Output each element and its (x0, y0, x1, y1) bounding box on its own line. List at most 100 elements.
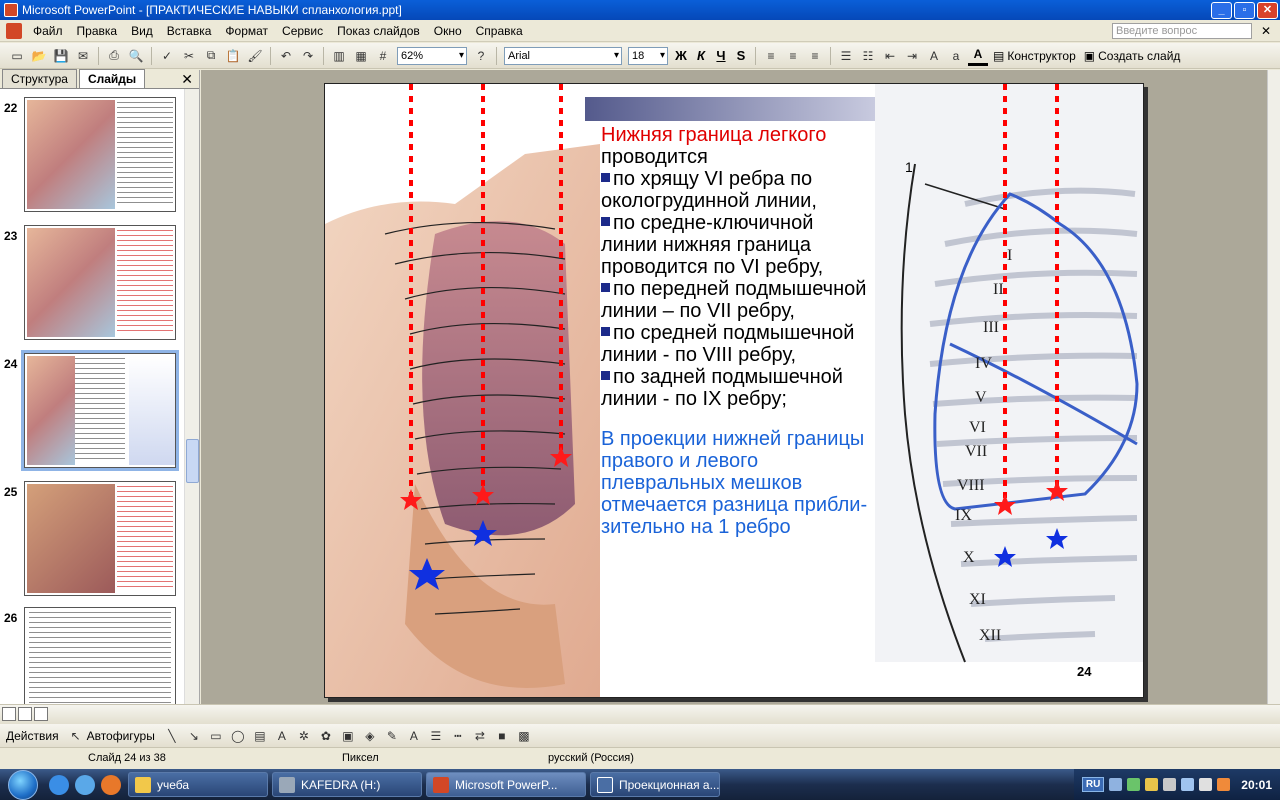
copy-icon[interactable]: ⧉ (206, 48, 216, 62)
align-left-icon[interactable]: ≡ (767, 48, 775, 63)
normal-view-icon[interactable] (2, 707, 16, 721)
system-clock[interactable]: 20:01 (1241, 777, 1272, 792)
tray-volume-icon[interactable] (1199, 778, 1213, 791)
oval-tool-icon[interactable]: ◯ (231, 728, 245, 743)
paste-icon[interactable]: 📋 (225, 48, 241, 63)
menu-help[interactable]: Справка (475, 23, 523, 38)
slide-thumbnail[interactable] (24, 97, 176, 212)
spelling-icon[interactable]: ✓ (161, 48, 173, 63)
tray-app-icon[interactable] (1217, 778, 1231, 791)
menu-format[interactable]: Формат (225, 23, 269, 38)
slide-thumbnail-item[interactable]: 26 (0, 607, 184, 725)
redo-icon[interactable]: ↷ (302, 48, 314, 63)
dash-style-icon[interactable]: ┅ (454, 728, 462, 743)
slide-thumbnail[interactable] (21, 350, 179, 471)
document-menu-icon[interactable] (6, 22, 22, 39)
slideshow-view-icon[interactable] (34, 707, 48, 721)
textbox-tool-icon[interactable]: ▤ (254, 728, 266, 743)
slide-thumbnail-item[interactable]: 22 (0, 97, 184, 215)
clipart-tool-icon[interactable]: ✿ (320, 728, 331, 743)
align-right-icon[interactable]: ≡ (811, 48, 819, 63)
permission-icon[interactable]: ✉ (77, 48, 89, 63)
slide-text-box[interactable]: Нижняя граница легкого проводится по хря… (601, 124, 871, 538)
start-button[interactable] (0, 769, 46, 800)
slide-thumbnail-item[interactable]: 23 (0, 225, 184, 343)
slide-thumbnail-item-selected[interactable]: 24 (0, 350, 184, 471)
fill-color-icon[interactable]: ◈ (365, 728, 375, 743)
increase-indent-icon[interactable]: ⇥ (906, 48, 918, 63)
tray-printer-icon[interactable] (1163, 778, 1177, 791)
font-size-combo[interactable]: 18 (628, 46, 668, 65)
save-icon[interactable]: 💾 (53, 48, 69, 63)
undo-icon[interactable]: ↶ (280, 48, 292, 63)
numbering-icon[interactable]: ☰ (840, 48, 852, 63)
new-slide-button[interactable]: ▣ Создать слайд (1080, 49, 1185, 63)
current-slide[interactable]: Нижняя граница легкого проводится по хря… (324, 83, 1144, 698)
tab-outline[interactable]: Структура (2, 69, 77, 88)
help-question-input[interactable]: Введите вопрос (1112, 22, 1252, 39)
shadow-button[interactable]: S (736, 48, 746, 63)
autoshapes-menu[interactable]: Автофигуры (86, 728, 155, 743)
task-powerpoint[interactable]: Microsoft PowerP... (426, 772, 586, 797)
arrow-style-icon[interactable]: ⇄ (474, 728, 485, 743)
insert-table-icon[interactable]: ▦ (355, 48, 367, 63)
print-preview-icon[interactable]: 🔍 (128, 48, 144, 63)
menu-slideshow[interactable]: Показ слайдов (337, 23, 420, 38)
shadow-style-icon[interactable]: ■ (498, 728, 506, 743)
slide-thumbnail[interactable] (24, 607, 176, 722)
tab-slides[interactable]: Слайды (78, 69, 146, 88)
menu-window[interactable]: Окно (433, 23, 462, 38)
actions-menu[interactable]: Действия (6, 728, 59, 743)
show-grid-icon[interactable]: # (379, 48, 387, 63)
panel-scroll-thumb[interactable] (186, 439, 199, 483)
tray-network-icon[interactable] (1127, 778, 1141, 791)
increase-font-icon[interactable]: A (929, 48, 938, 63)
line-style-icon[interactable]: ☰ (430, 728, 442, 743)
slide-thumbnail[interactable] (24, 481, 176, 596)
line-color-icon[interactable]: ✎ (386, 728, 397, 743)
font-combo[interactable]: Arial (504, 46, 622, 65)
format-painter-icon[interactable]: 🖌 (247, 48, 263, 63)
menu-edit[interactable]: Правка (76, 23, 118, 38)
designer-button[interactable]: ▤ Конструктор (989, 49, 1080, 63)
panel-scrollbar[interactable] (184, 89, 199, 704)
bullets-icon[interactable]: ☷ (862, 48, 874, 63)
select-pointer-icon[interactable]: ↖ (70, 728, 81, 743)
firefox-quicklaunch-icon[interactable] (101, 774, 121, 795)
cut-icon[interactable]: ✂ (183, 48, 195, 63)
maximize-button[interactable]: ▫ (1234, 1, 1255, 19)
task-projection-window[interactable]: Проекционная а... (590, 772, 720, 797)
tray-display-icon[interactable] (1181, 778, 1195, 791)
menu-tools[interactable]: Сервис (282, 23, 324, 38)
task-folder-ucheba[interactable]: учеба (128, 772, 268, 797)
mediaplayer-quicklaunch-icon[interactable] (75, 774, 95, 795)
powerpoint-app-icon[interactable] (4, 3, 18, 17)
italic-button[interactable]: К (697, 48, 705, 63)
slide-vertical-scrollbar[interactable] (1267, 70, 1280, 704)
close-window-button[interactable]: ✕ (1257, 1, 1278, 19)
tray-security-icon[interactable] (1145, 778, 1159, 791)
zoom-combo[interactable]: 62% (397, 46, 467, 65)
close-document-icon[interactable]: ✕ (1260, 23, 1272, 38)
line-tool-icon[interactable]: ╲ (168, 728, 176, 743)
decrease-indent-icon[interactable]: ⇤ (884, 48, 896, 63)
arrow-tool-icon[interactable]: ↘ (188, 728, 199, 743)
decrease-font-icon[interactable]: a (952, 48, 960, 63)
print-icon[interactable]: ⎙ (109, 48, 119, 62)
new-file-icon[interactable]: ▭ (11, 48, 23, 63)
help-icon[interactable]: ? (477, 48, 485, 63)
picture-tool-icon[interactable]: ▣ (342, 728, 354, 743)
close-panel-icon[interactable]: ✕ (181, 71, 193, 87)
font-color-icon[interactable]: A (968, 46, 988, 66)
slide-sorter-view-icon[interactable] (18, 707, 32, 721)
open-folder-icon[interactable]: 📂 (31, 48, 47, 63)
minimize-button[interactable]: _ (1211, 1, 1232, 19)
diagram-tool-icon[interactable]: ✲ (298, 728, 309, 743)
underline-button[interactable]: Ч (716, 48, 726, 63)
slide-thumbnail-item[interactable]: 25 (0, 481, 184, 599)
rectangle-tool-icon[interactable]: ▭ (210, 728, 222, 743)
menu-insert[interactable]: Вставка (166, 23, 212, 38)
task-kafedra-drive[interactable]: KAFEDRA (H:) (272, 772, 422, 797)
menu-view[interactable]: Вид (131, 23, 153, 38)
align-center-icon[interactable]: ≡ (789, 48, 797, 63)
